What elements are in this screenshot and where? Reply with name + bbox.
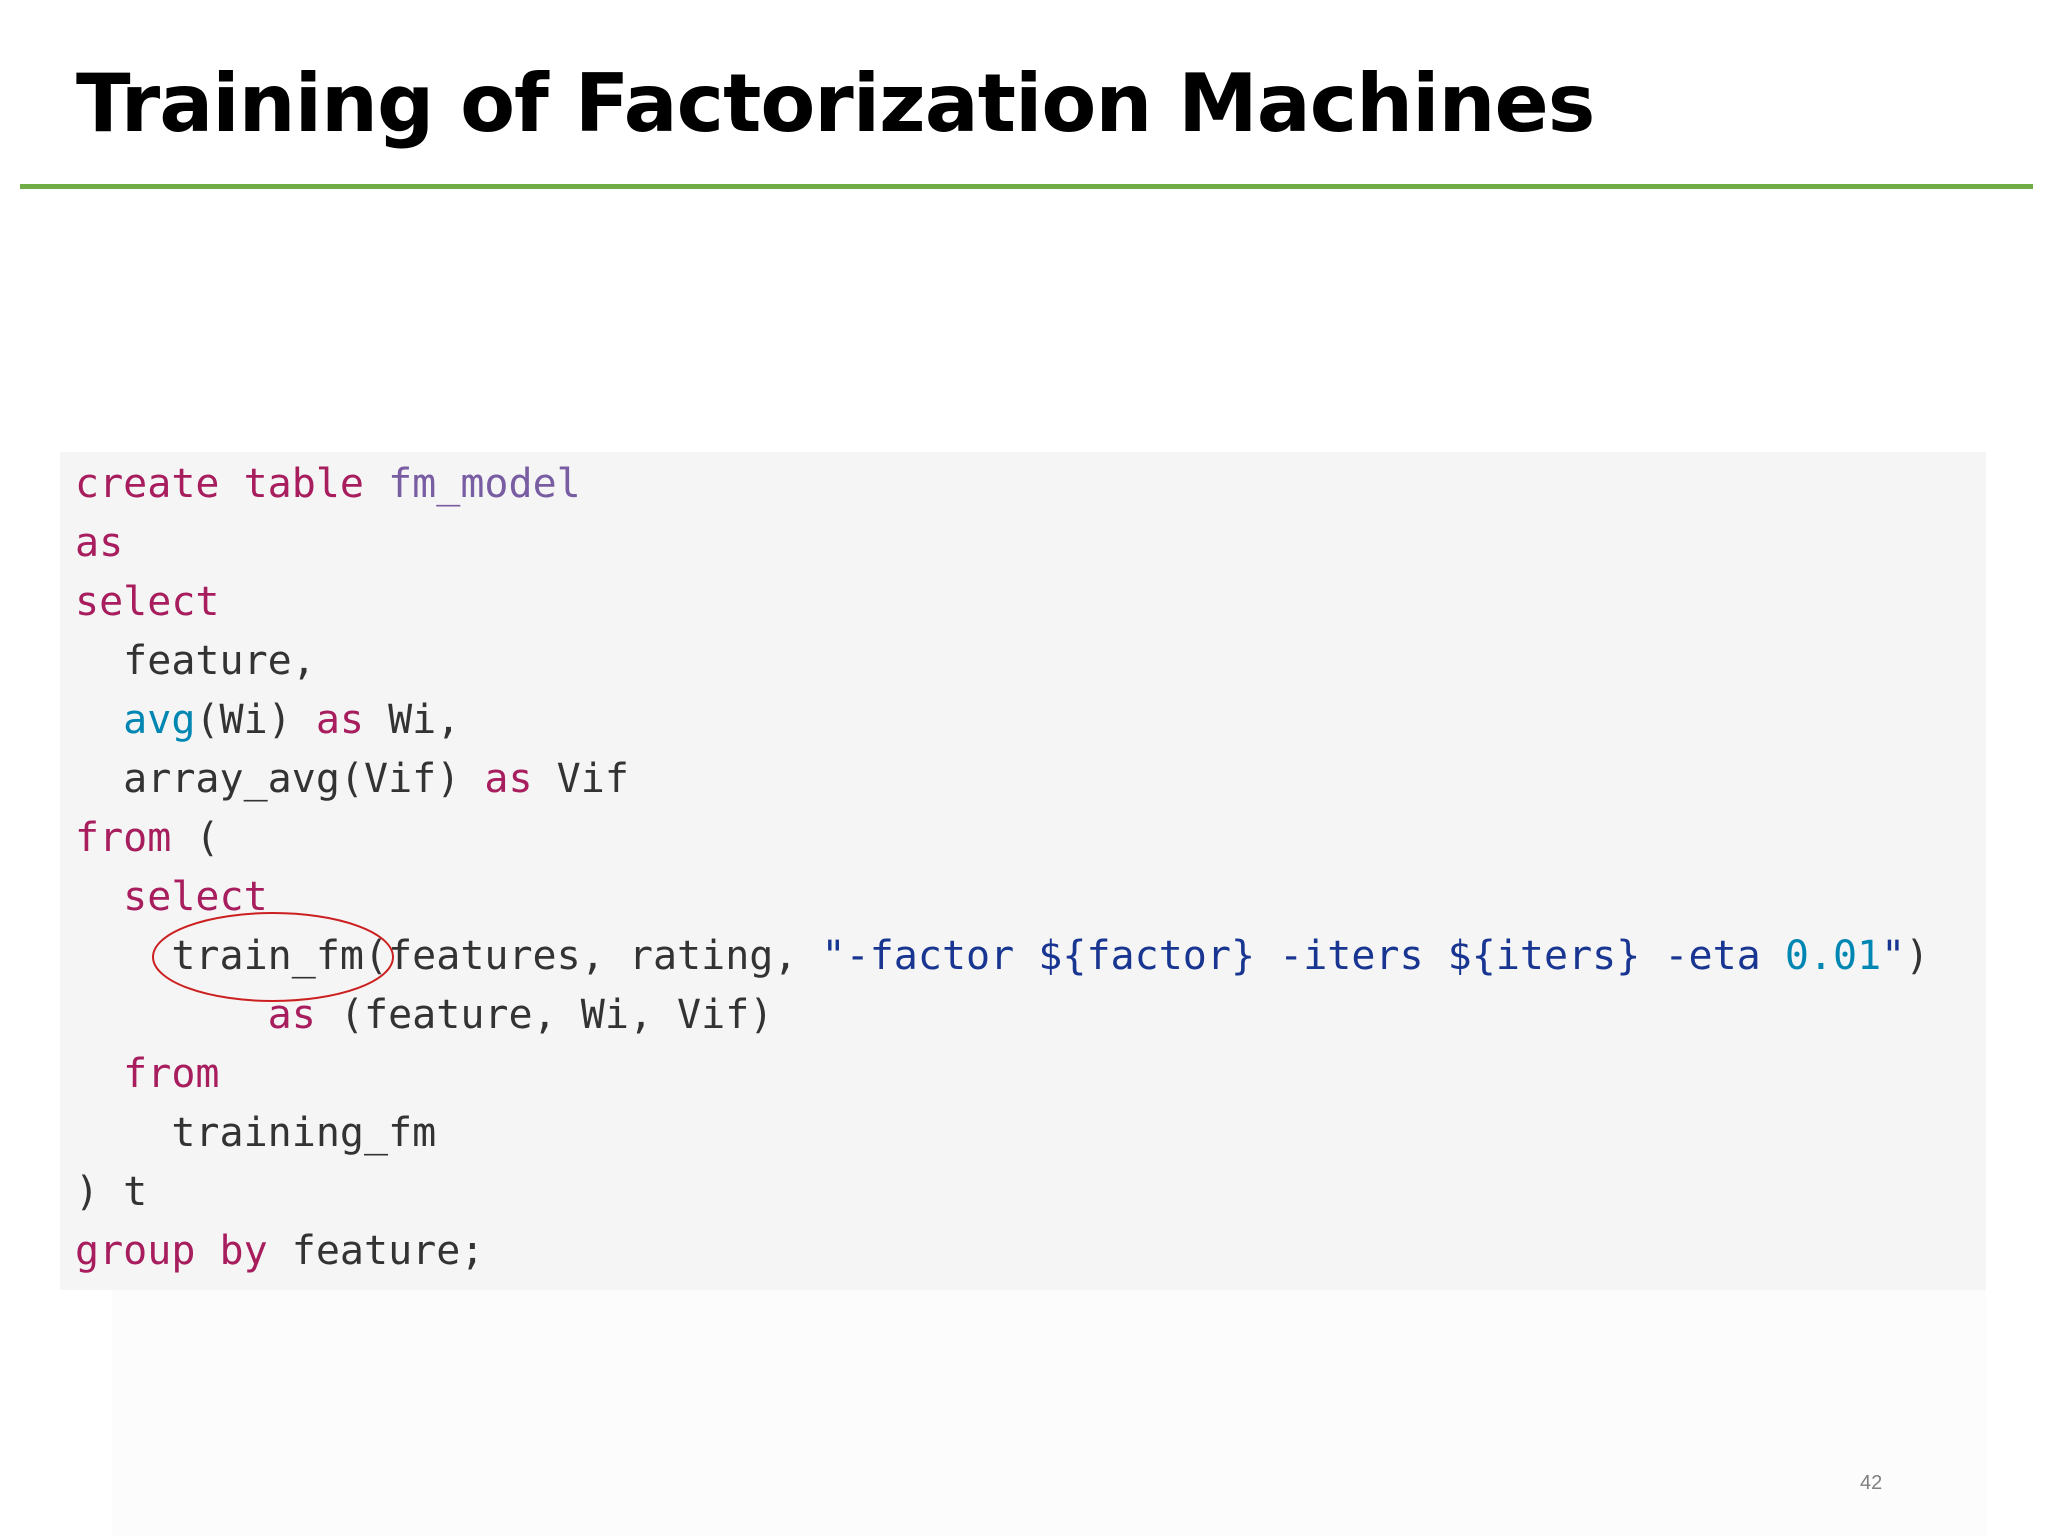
- code-token: [364, 461, 388, 507]
- code-token: avg: [123, 697, 196, 743]
- code-line: group by feature;: [75, 1222, 1929, 1281]
- code-token: Wi,: [364, 697, 461, 743]
- code-token: [75, 874, 123, 920]
- code-line: create table fm_model: [75, 455, 1929, 514]
- code-token: (: [171, 815, 220, 861]
- code-token: as: [315, 697, 365, 743]
- code-token: ): [1905, 933, 1930, 979]
- code-box-lower-fill: [112, 1290, 1986, 1536]
- code-line: array_avg(Vif) as Vif: [75, 750, 1929, 809]
- code-token: group by: [75, 1228, 268, 1274]
- code-token: fm_model: [388, 461, 581, 507]
- code-line: as (feature, Wi, Vif): [75, 986, 1929, 1045]
- code-token: select: [75, 579, 220, 625]
- code-line: from (: [75, 809, 1929, 868]
- code-token: "-factor ${factor} -iters ${iters} -eta: [821, 933, 1785, 979]
- code-line: training_fm: [75, 1104, 1929, 1163]
- code-token: select: [123, 874, 268, 920]
- code-token: array_avg(Vif): [75, 756, 485, 802]
- code-token: as: [484, 756, 533, 802]
- code-token: as: [267, 992, 316, 1038]
- code-line: as: [75, 514, 1929, 573]
- code-token: feature,: [75, 638, 316, 684]
- code-token: training_fm: [75, 1110, 437, 1156]
- code-token: [75, 697, 123, 743]
- page-number: 42: [1860, 1472, 1883, 1494]
- code-token: from: [75, 815, 172, 861]
- code-token: ": [1881, 933, 1906, 979]
- code-line: select: [75, 573, 1929, 632]
- title-divider: [20, 184, 2033, 189]
- code-line: select: [75, 868, 1929, 927]
- code-token: (Wi): [195, 697, 316, 743]
- code-line: feature,: [75, 632, 1929, 691]
- code-line: train_fm(features, rating, "-factor ${fa…: [75, 927, 1929, 986]
- code-line: avg(Wi) as Wi,: [75, 691, 1929, 750]
- code-block-background: [60, 452, 1986, 1290]
- code-token: (feature, Wi, Vif): [315, 992, 774, 1038]
- slide-title: Training of Factorization Machines: [76, 57, 1595, 150]
- code-token: as: [75, 520, 124, 566]
- code-token: [75, 992, 268, 1038]
- code-token: [75, 1051, 123, 1097]
- code-token: 0.01: [1784, 933, 1882, 979]
- code-line: from: [75, 1045, 1929, 1104]
- code-token: feature;: [267, 1228, 485, 1274]
- code-token: from: [123, 1051, 220, 1097]
- code-token: ) t: [75, 1169, 148, 1215]
- code-token: train_fm(features, rating,: [75, 933, 822, 979]
- code-line: ) t: [75, 1163, 1929, 1222]
- code-token: create table: [75, 461, 364, 507]
- code-token: Vif: [532, 756, 629, 802]
